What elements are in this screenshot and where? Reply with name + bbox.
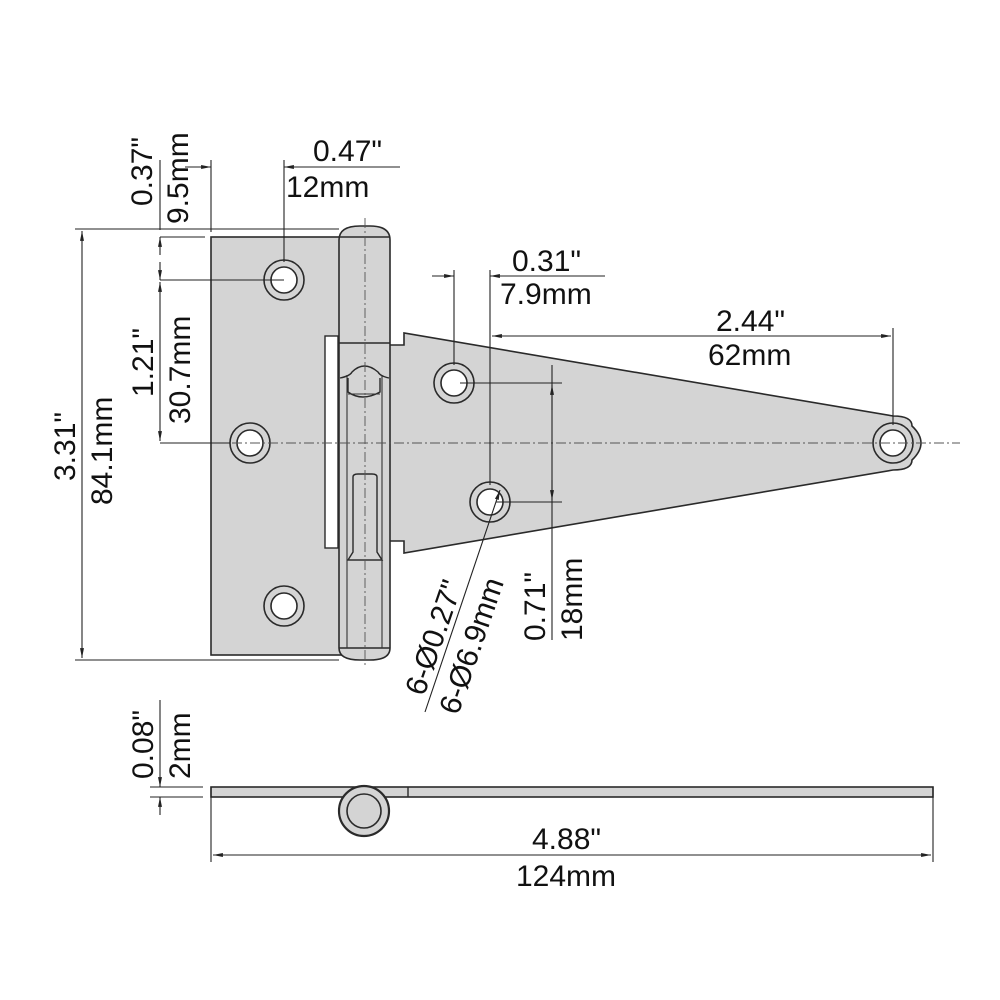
label-hole-spacing-mm: 30.7mm [164, 316, 197, 424]
label-thickness-inch: 0.08" [127, 710, 160, 779]
label-overall-length-inch: 4.88" [532, 823, 601, 856]
knuckle-gap-slot [324, 335, 339, 549]
label-strap-offset-inch: 0.31" [512, 245, 581, 278]
label-hole-spacing-inch: 1.21" [127, 328, 160, 397]
label-overall-length-mm: 124mm [516, 860, 616, 893]
strap-hole-upper [433, 362, 475, 404]
label-edge-to-hole-mm: 9.5mm [162, 132, 195, 224]
label-thickness-mm: 2mm [164, 712, 197, 779]
label-edge-to-hole-inch: 0.37" [126, 137, 159, 206]
label-strap-length-inch: 2.44" [716, 305, 785, 338]
hinge-front-view [160, 218, 960, 668]
label-leaf-edge-mm: 12mm [286, 171, 369, 204]
label-strap-length-mm: 62mm [708, 339, 791, 372]
leaf-hole-bottom [263, 585, 305, 627]
side-leaf [210, 786, 934, 798]
side-knuckle-inner [346, 793, 382, 829]
label-overall-height-inch: 3.31" [49, 412, 82, 481]
label-strap-hole-spacing-mm: 18mm [556, 558, 589, 641]
label-strap-offset-mm: 7.9mm [500, 278, 592, 311]
dimension-lines [75, 160, 894, 713]
dimension-labels: 0.37" 9.5mm 0.47" 12mm 1.21" 30.7mm 3.31… [49, 132, 791, 893]
label-leaf-edge-inch: 0.47" [313, 135, 382, 168]
hinge-side-view [150, 700, 934, 862]
label-strap-hole-spacing-inch: 0.71" [519, 572, 552, 641]
label-overall-height-mm: 84.1mm [86, 397, 119, 505]
